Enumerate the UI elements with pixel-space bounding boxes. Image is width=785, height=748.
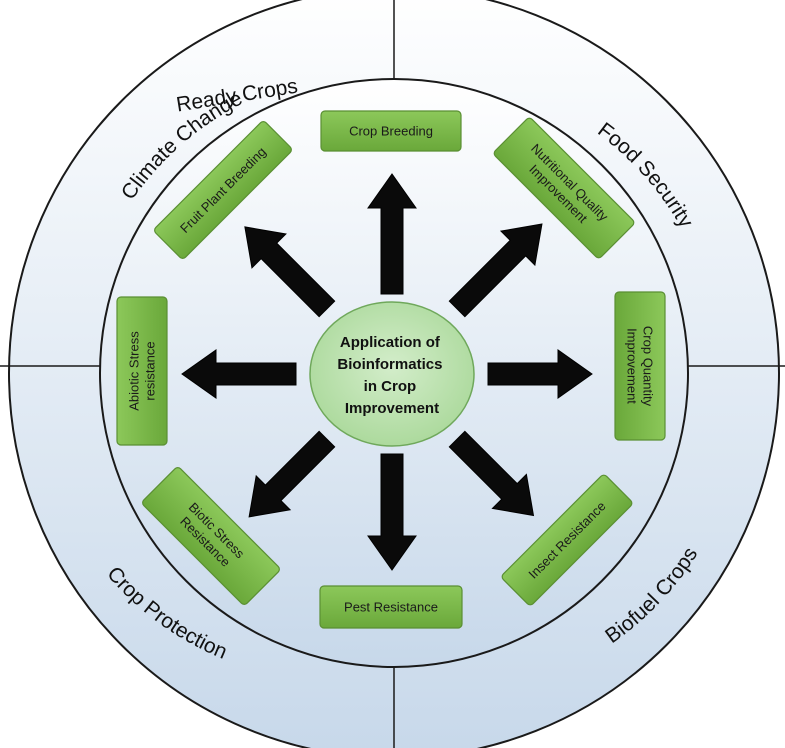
arrow-up-left (244, 226, 336, 318)
box-label: Abiotic Stressresistance (127, 331, 158, 411)
box-shape (493, 117, 635, 259)
box-label-line: Pest Resistance (344, 600, 438, 615)
box-label: Crop Breeding (349, 124, 433, 139)
arrow-right (487, 349, 593, 399)
box-shape (116, 296, 168, 446)
box-label-line: Improvement (625, 328, 640, 404)
center-label-line-1: Application of (340, 334, 441, 351)
box-crop-quantity: Crop QuantityImprovement (614, 291, 666, 441)
box-label-line: Crop Quantity (641, 326, 656, 407)
box-shape (320, 110, 462, 152)
arrow-up (367, 173, 417, 295)
box-shape (142, 467, 280, 605)
box-label-line: Crop Breeding (349, 124, 433, 139)
box-abiotic-stress: Abiotic Stressresistance (116, 296, 168, 446)
box-pest-resistance: Pest Resistance (319, 585, 463, 629)
box-shape (614, 291, 666, 441)
box-label: Crop QuantityImprovement (625, 326, 656, 407)
box-label: Pest Resistance (344, 600, 438, 615)
center-label-line-3: in Crop (364, 378, 417, 395)
box-shape (319, 585, 463, 629)
box-crop-breeding: Crop Breeding (320, 110, 462, 152)
box-shape (501, 474, 633, 606)
arrow-down-right (448, 430, 535, 517)
arrow-left (181, 349, 297, 399)
box-label-line: resistance (143, 341, 158, 400)
box-shape (154, 121, 292, 259)
center-circle (309, 301, 475, 447)
arrow-down (367, 453, 417, 571)
arrows-group (181, 173, 593, 571)
box-label-line: Abiotic Stress (127, 331, 142, 411)
arrow-down-left (248, 430, 336, 518)
box-biotic-stress: Biotic StressResistance (142, 467, 280, 605)
center-label: Application of Bioinformatics in Crop Im… (337, 334, 446, 417)
center-label-line-2: Bioinformatics (337, 356, 442, 373)
center-label-line-4: Improvement (345, 400, 439, 417)
arrow-up-right (448, 223, 543, 318)
